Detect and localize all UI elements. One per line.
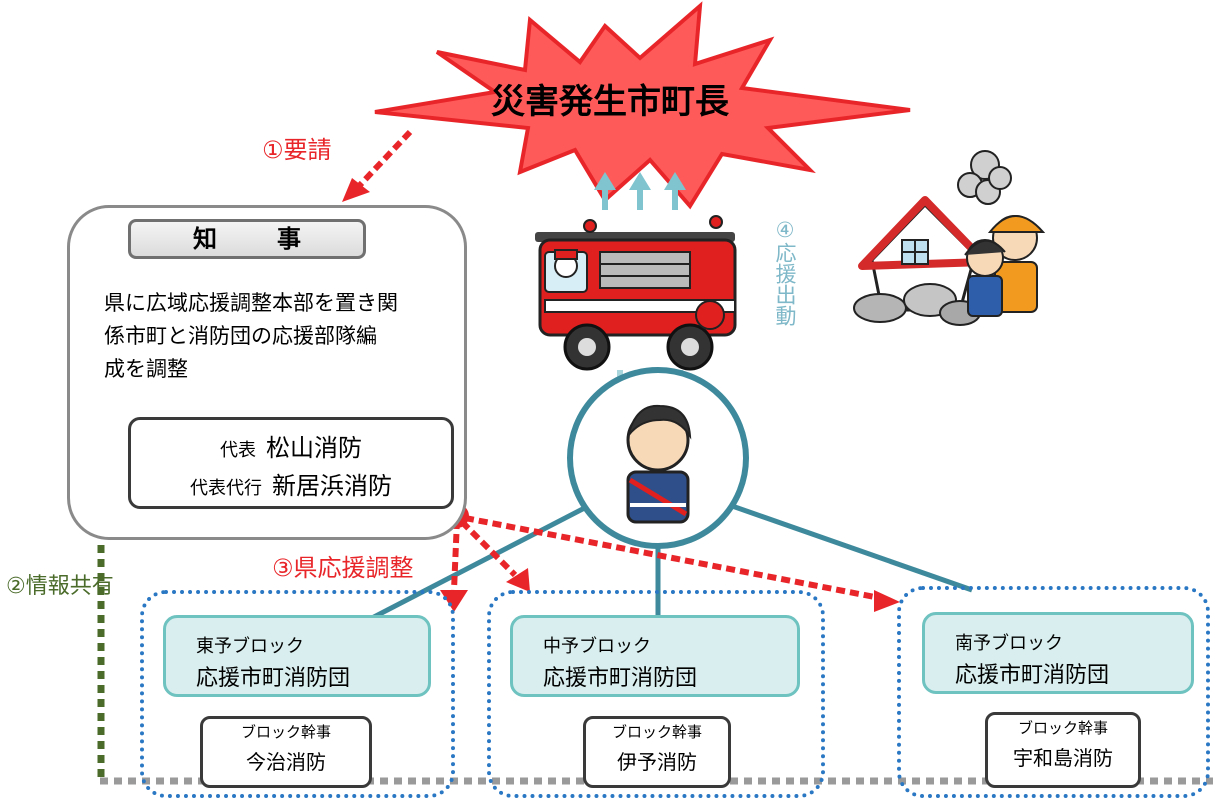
block-south-unit-label: 応援市町消防団: [955, 663, 1110, 688]
representative-label: 代表: [220, 440, 256, 461]
block-central: [487, 590, 825, 798]
dispatch-arrows: [594, 172, 686, 210]
block-central-unit: 中予ブロック 応援市町消防団: [510, 615, 800, 697]
rescue-workers-icon: [964, 215, 1046, 317]
collapsed-house-icon: [853, 150, 1012, 326]
block-east-unit-label: 応援市町消防団: [196, 666, 351, 691]
block-central-unit-label: 応援市町消防団: [543, 666, 698, 691]
fire-truck-icon: [535, 215, 737, 371]
representative-row: 代表松山消防: [131, 428, 451, 463]
block-east-unit: 東予ブロック 応援市町消防団: [163, 615, 431, 697]
coordination-label: ③県応援調整: [272, 554, 414, 582]
block-south-unit: 南予ブロック 応援市町消防団: [922, 612, 1194, 694]
request-arrow: [357, 129, 413, 188]
block-east: [140, 590, 455, 798]
deputy-label: 代表代行: [190, 478, 262, 499]
governor-description: 県に広域応援調整本部を置き関 係市町と消防団の応援部隊編 成を調整: [104, 291, 398, 381]
block-east-secretary: ブロック幹事 今治消防: [200, 716, 372, 788]
representative-box: 代表松山消防 代表代行新居浜消防: [128, 417, 454, 509]
representative-name: 松山消防: [266, 434, 362, 462]
deputy-name: 新居浜消防: [272, 472, 392, 500]
disaster-burst-shape: [374, 1, 911, 210]
block-south-secretary: ブロック幹事 宇和島消防: [985, 712, 1141, 788]
block-east-name: 東予ブロック: [196, 636, 304, 657]
block-south: [897, 586, 1210, 798]
governor-title: 知事: [128, 219, 366, 259]
info-share-label: ②情報共有: [6, 574, 114, 599]
dispatch-label: ④応援出動: [773, 218, 797, 326]
disaster-mayor-title: 災害発生市町長: [491, 82, 729, 122]
block-south-name: 南予ブロック: [955, 633, 1063, 654]
block-central-name: 中予ブロック: [543, 636, 651, 657]
block-east-secretary-label: ブロック幹事: [240, 723, 331, 741]
block-south-secretary-label: ブロック幹事: [1017, 719, 1108, 737]
block-east-secretary-name: 今治消防: [246, 750, 326, 774]
request-label: ①要請: [262, 136, 332, 164]
block-south-secretary-name: 宇和島消防: [1013, 746, 1113, 770]
block-central-secretary-label: ブロック幹事: [611, 723, 702, 741]
block-central-secretary-name: 伊予消防: [617, 750, 697, 774]
coordination-arrows: [451, 515, 881, 601]
block-central-secretary: ブロック幹事 伊予消防: [583, 716, 731, 788]
deputy-row: 代表代行新居浜消防: [131, 466, 451, 501]
firefighter-icon: [626, 404, 692, 524]
